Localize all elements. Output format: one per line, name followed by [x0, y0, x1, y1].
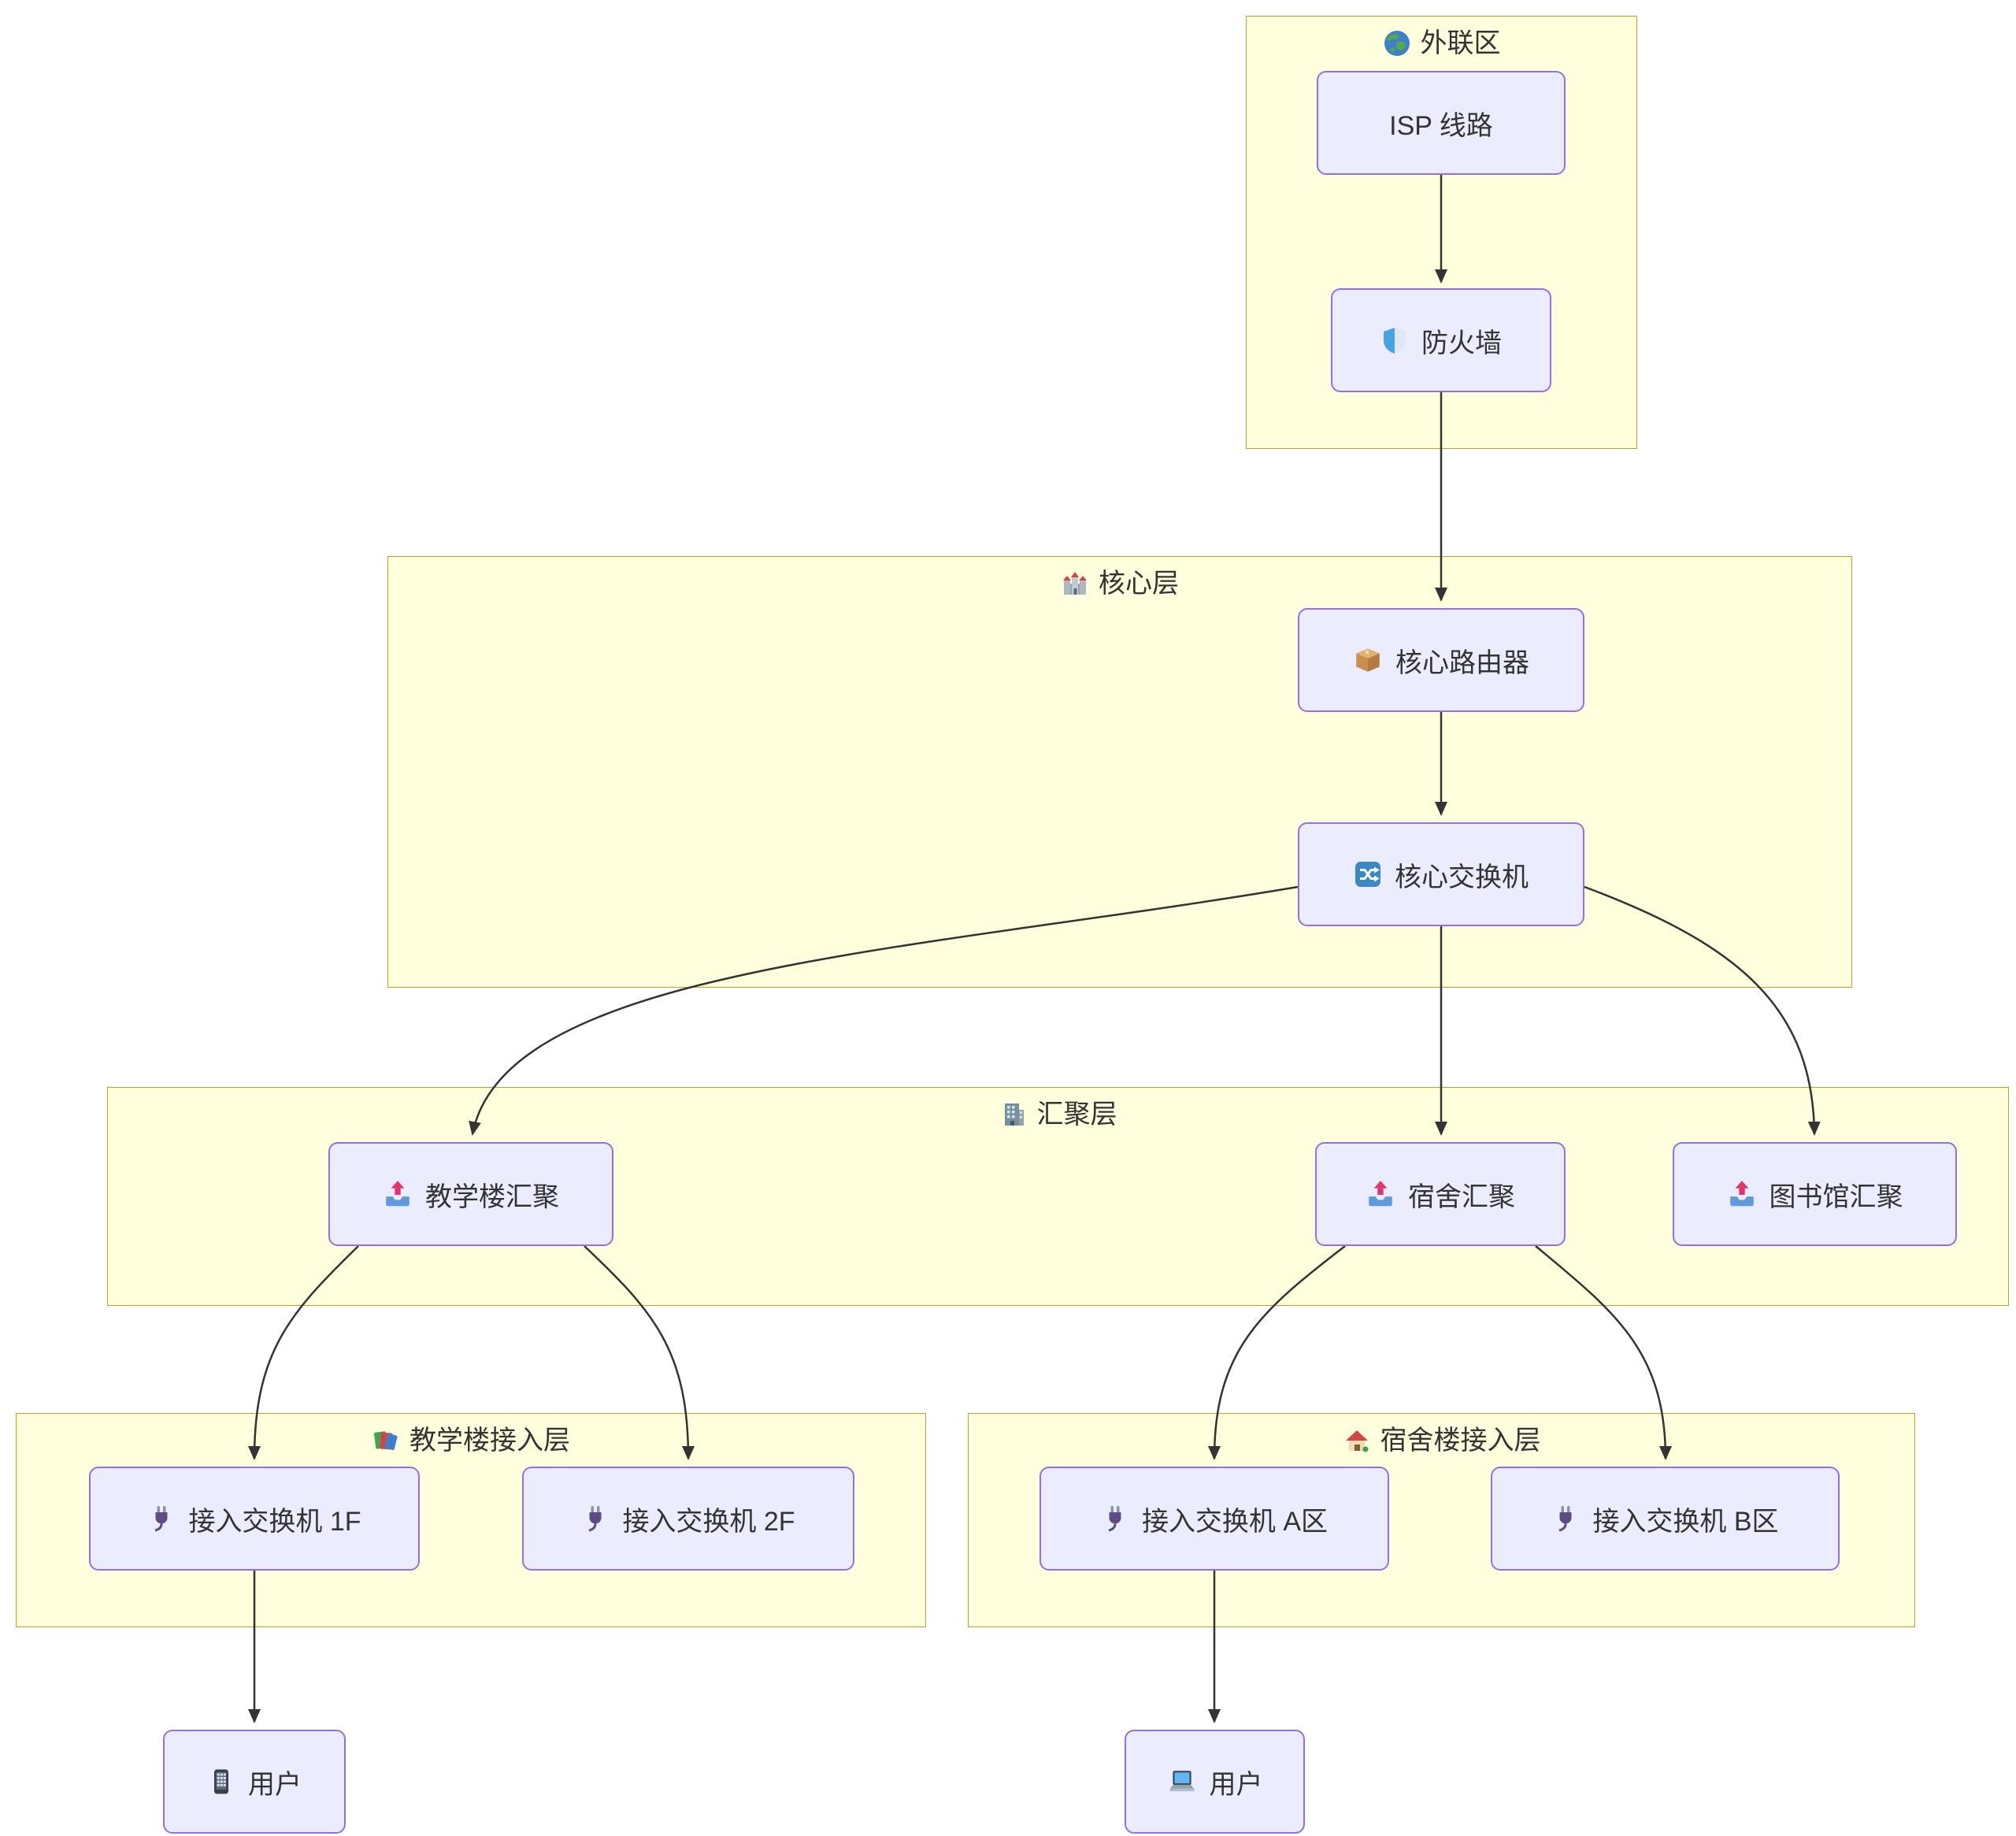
- node-access-b: 接入交换机 B区: [1491, 1467, 1840, 1571]
- plug-icon: [147, 1504, 176, 1533]
- plug-icon: [581, 1504, 610, 1533]
- node-access-1f: 接入交换机 1F: [89, 1467, 420, 1571]
- node-access-2f: 接入交换机 2F: [522, 1467, 854, 1571]
- outbox-tray-icon: [383, 1179, 413, 1209]
- node-user-dorm-label: 用户: [1209, 1769, 1263, 1800]
- plug-icon: [1551, 1504, 1580, 1533]
- cluster-aggregation-label: 汇聚层: [108, 1099, 2008, 1131]
- node-isp: ISP 线路: [1317, 71, 1566, 175]
- books-icon: [372, 1426, 400, 1455]
- node-user-teaching: 用户: [163, 1730, 346, 1834]
- cluster-core: 核心层: [387, 556, 1852, 988]
- node-core-router: 核心路由器: [1298, 608, 1584, 712]
- plug-icon: [1101, 1504, 1129, 1533]
- cluster-teaching-access-text: 教学楼接入层: [410, 1426, 570, 1456]
- node-teaching-agg-label: 教学楼汇聚: [425, 1181, 559, 1212]
- shield-icon: [1380, 326, 1409, 354]
- house-icon: [1343, 1426, 1371, 1455]
- node-library-agg-label: 图书馆汇聚: [1769, 1181, 1903, 1212]
- node-teaching-agg: 教学楼汇聚: [328, 1142, 613, 1246]
- node-core-router-label: 核心路由器: [1395, 647, 1529, 678]
- node-access-b-label: 接入交换机 B区: [1592, 1506, 1779, 1537]
- node-dorm-agg-label: 宿舍汇聚: [1408, 1181, 1515, 1212]
- package-icon: [1353, 645, 1383, 675]
- castle-icon: [1061, 569, 1089, 598]
- cluster-core-text: 核心层: [1099, 569, 1179, 599]
- node-access-2f-label: 接入交换机 2F: [622, 1506, 795, 1537]
- cluster-core-label: 核心层: [388, 568, 1851, 600]
- node-dorm-agg: 宿舍汇聚: [1315, 1142, 1566, 1246]
- cluster-dorm-access-text: 宿舍楼接入层: [1380, 1426, 1541, 1456]
- cluster-dorm-access-label: 宿舍楼接入层: [969, 1425, 1914, 1457]
- node-core-switch-label: 核心交换机: [1395, 862, 1529, 892]
- outbox-tray-icon: [1366, 1179, 1395, 1209]
- office-building-icon: [999, 1100, 1028, 1129]
- cluster-teaching-access-label: 教学楼接入层: [17, 1425, 925, 1457]
- node-user-teaching-label: 用户: [248, 1769, 302, 1800]
- node-access-a: 接入交换机 A区: [1040, 1467, 1389, 1571]
- mobile-phone-icon: [207, 1767, 235, 1796]
- cluster-aggregation-text: 汇聚层: [1036, 1100, 1117, 1129]
- node-access-1f-label: 接入交换机 1F: [188, 1506, 361, 1537]
- node-library-agg: 图书馆汇聚: [1673, 1142, 1957, 1246]
- shuffle-icon: [1354, 860, 1382, 888]
- node-firewall-label: 防火墙: [1421, 328, 1502, 358]
- node-user-dorm: 用户: [1125, 1730, 1305, 1834]
- laptop-icon: [1167, 1767, 1197, 1797]
- node-access-a-label: 接入交换机 A区: [1141, 1506, 1329, 1537]
- globe-icon: [1383, 29, 1411, 57]
- node-firewall: 防火墙: [1331, 288, 1551, 392]
- node-core-switch: 核心交换机: [1298, 822, 1584, 926]
- cluster-external-text: 外联区: [1420, 28, 1501, 58]
- node-isp-label: ISP 线路: [1389, 110, 1493, 141]
- outbox-tray-icon: [1727, 1179, 1757, 1209]
- cluster-external-label: 外联区: [1247, 28, 1636, 60]
